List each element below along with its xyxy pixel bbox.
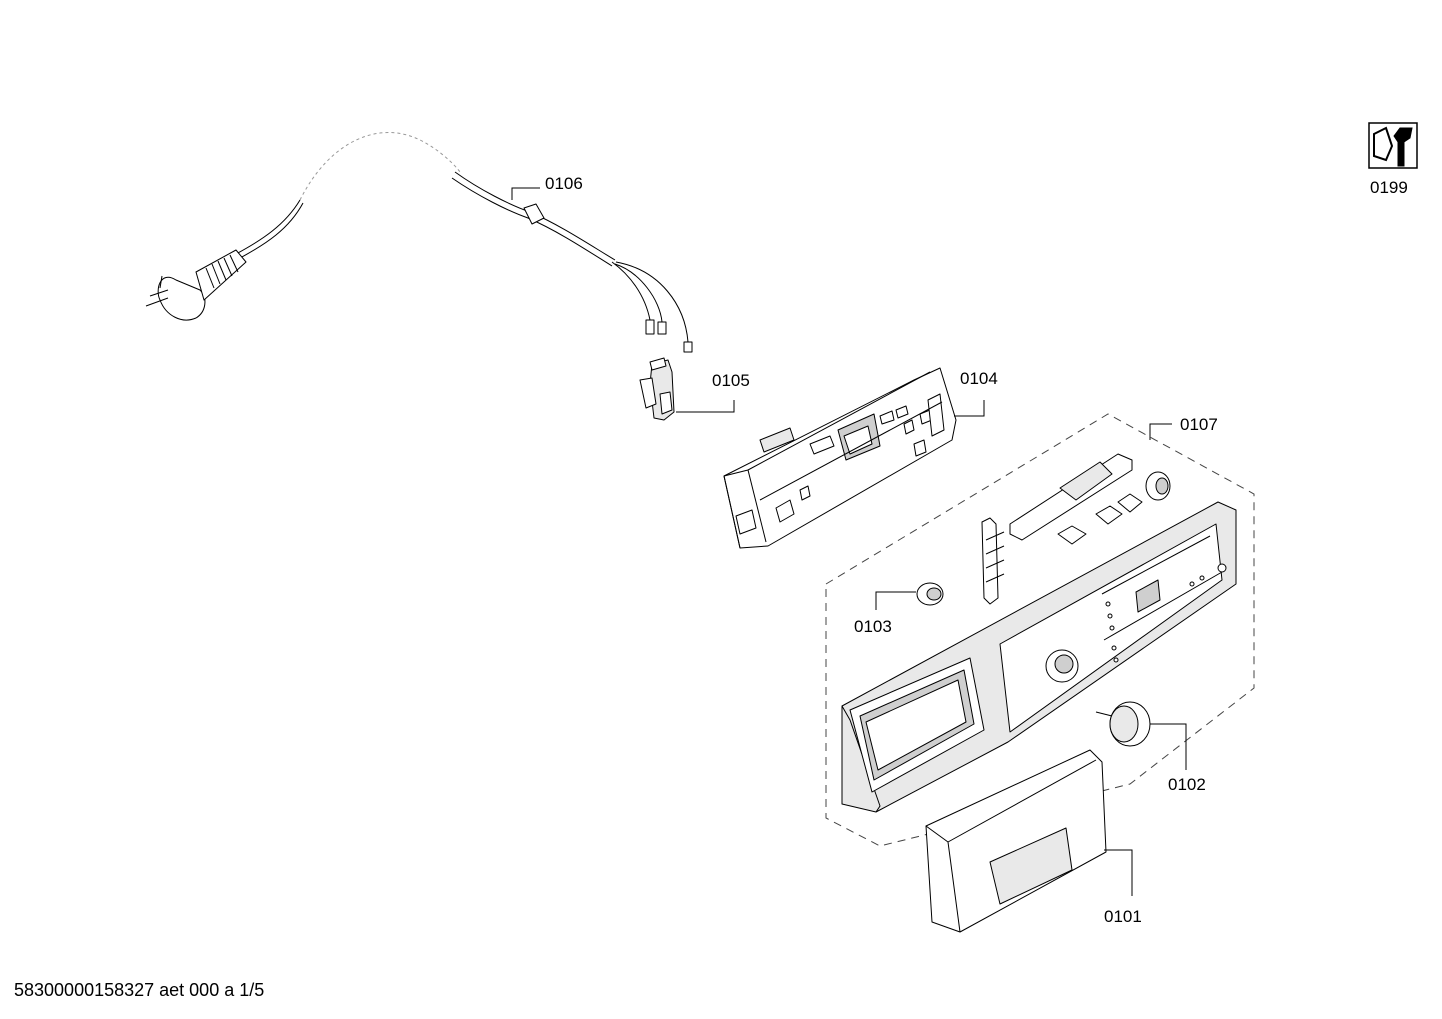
service-kit-0199[interactable]: 0199 [1368, 122, 1418, 197]
clip-3 [1057, 525, 1087, 545]
small-parts-kit-0107[interactable]: 0107 [981, 415, 1218, 605]
callout-label-0103: 0103 [854, 617, 892, 636]
cord-wire-earth [615, 261, 689, 343]
push-button-part-0103[interactable]: 0103 [854, 582, 944, 636]
cord-wire-brown [611, 261, 651, 321]
power-cord-lower-segment [235, 199, 301, 255]
document-id-footer: 58300000158327 aet 000 a 1/5 [14, 980, 265, 1000]
display-window [1135, 579, 1161, 613]
cord-wire-blue [614, 263, 663, 323]
power-cord-dashed-segment [299, 132, 461, 201]
leader-line-0104 [954, 400, 985, 417]
fascia-panel[interactable] [841, 501, 1237, 813]
program-knob-part-0102[interactable]: 0102 [1095, 701, 1206, 794]
leader-line-0103 [875, 591, 916, 610]
callout-label-0107: 0107 [1180, 415, 1218, 434]
drawer-grip [989, 827, 1073, 905]
callout-label-0105: 0105 [712, 371, 750, 390]
leader-line-0107 [1149, 423, 1172, 440]
control-module-part-0104[interactable]: 0104 [723, 367, 998, 549]
clip-2 [1095, 505, 1123, 525]
cord-grommet [523, 203, 545, 225]
clip-1 [1117, 493, 1143, 513]
callout-label-0104: 0104 [960, 369, 998, 388]
leader-line-0105 [676, 400, 735, 413]
cap-cylinder [1145, 471, 1171, 501]
light-guide-comb [981, 517, 999, 605]
drawer-handle-part-0101[interactable]: 0101 [925, 749, 1142, 933]
callout-label-0101: 0101 [1104, 907, 1142, 926]
callout-label-0199: 0199 [1370, 178, 1408, 197]
interference-filter-part-0105[interactable]: 0105 [639, 357, 750, 421]
leader-line-0101 [1104, 849, 1133, 896]
power-plug [145, 249, 247, 321]
assembly-boundary-dashed [825, 413, 1255, 847]
leader-line-0102 [1150, 723, 1187, 770]
leader-line-0106 [511, 187, 540, 200]
callout-label-0102: 0102 [1168, 775, 1206, 794]
callout-label-0106: 0106 [545, 174, 583, 193]
power-cord-part-0106[interactable]: 0106 [145, 132, 693, 353]
